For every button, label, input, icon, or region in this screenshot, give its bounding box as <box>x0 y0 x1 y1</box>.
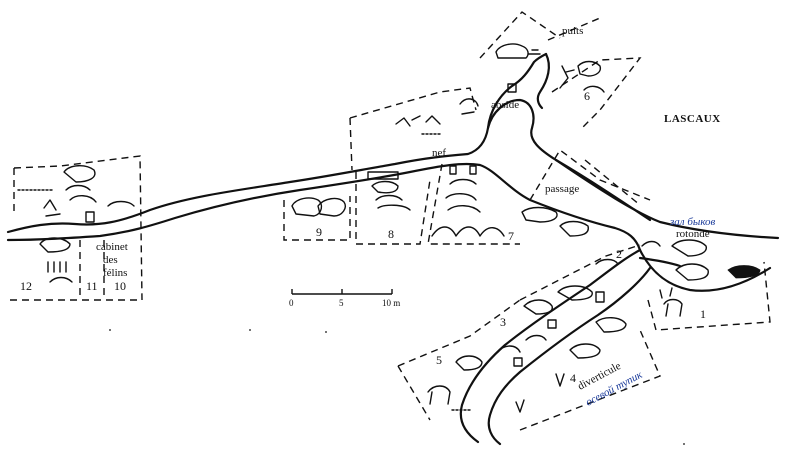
wounded-man-figure <box>559 60 605 93</box>
stray-dot <box>249 329 251 331</box>
label-passage: passage <box>545 183 579 195</box>
section-number-4: 4 <box>570 371 576 385</box>
section-number-7: 7 <box>508 229 514 243</box>
map-title: LASCAUX <box>664 113 721 125</box>
section-number-5: 5 <box>436 353 442 367</box>
passage-horses <box>521 206 589 237</box>
scale-tick-5: 5 <box>339 298 344 308</box>
sector-3-figures <box>497 258 619 367</box>
label-zal-bykov: зал быков <box>669 216 716 228</box>
section-number-6: 6 <box>584 89 590 103</box>
label-des: des <box>103 254 118 266</box>
label-nef: nef <box>432 147 446 159</box>
sector-4-figures <box>515 317 627 413</box>
label-abside: abside <box>491 99 519 111</box>
section-number-2: 2 <box>616 247 622 261</box>
section-number-3: 3 <box>500 315 506 329</box>
sector-8-figures <box>367 171 411 211</box>
scale-tick-10: 10 m <box>382 298 400 308</box>
label-puits: puits <box>562 25 583 37</box>
sector-1-deer <box>659 287 683 317</box>
section-number-1: 1 <box>700 307 706 321</box>
sector-5-figures <box>427 355 483 411</box>
section-number-10: 10 <box>114 279 126 293</box>
scale-bar: 0 5 10 m <box>289 289 400 308</box>
sector-7-figures <box>431 165 505 237</box>
label-rotonde: rotonde <box>676 228 710 240</box>
sector-9-bison <box>291 197 346 217</box>
cave-art-figures <box>17 43 761 413</box>
stray-dot <box>683 443 685 445</box>
section-number-11: 11 <box>86 279 98 293</box>
bison-figure-puits <box>495 43 541 59</box>
cave-walls <box>6 52 780 446</box>
section-number-9: 9 <box>316 225 322 239</box>
rotonde-animals <box>641 239 761 281</box>
label-felins: félins <box>103 267 127 279</box>
stray-dot <box>325 331 327 333</box>
section-number-12: 12 <box>20 279 32 293</box>
label-cabinet: cabinet <box>96 241 128 253</box>
section-number-8: 8 <box>388 227 394 241</box>
stray-dot <box>109 329 111 331</box>
felins-figures <box>17 165 135 283</box>
scale-tick-0: 0 <box>289 298 294 308</box>
abside-figures <box>395 83 517 135</box>
